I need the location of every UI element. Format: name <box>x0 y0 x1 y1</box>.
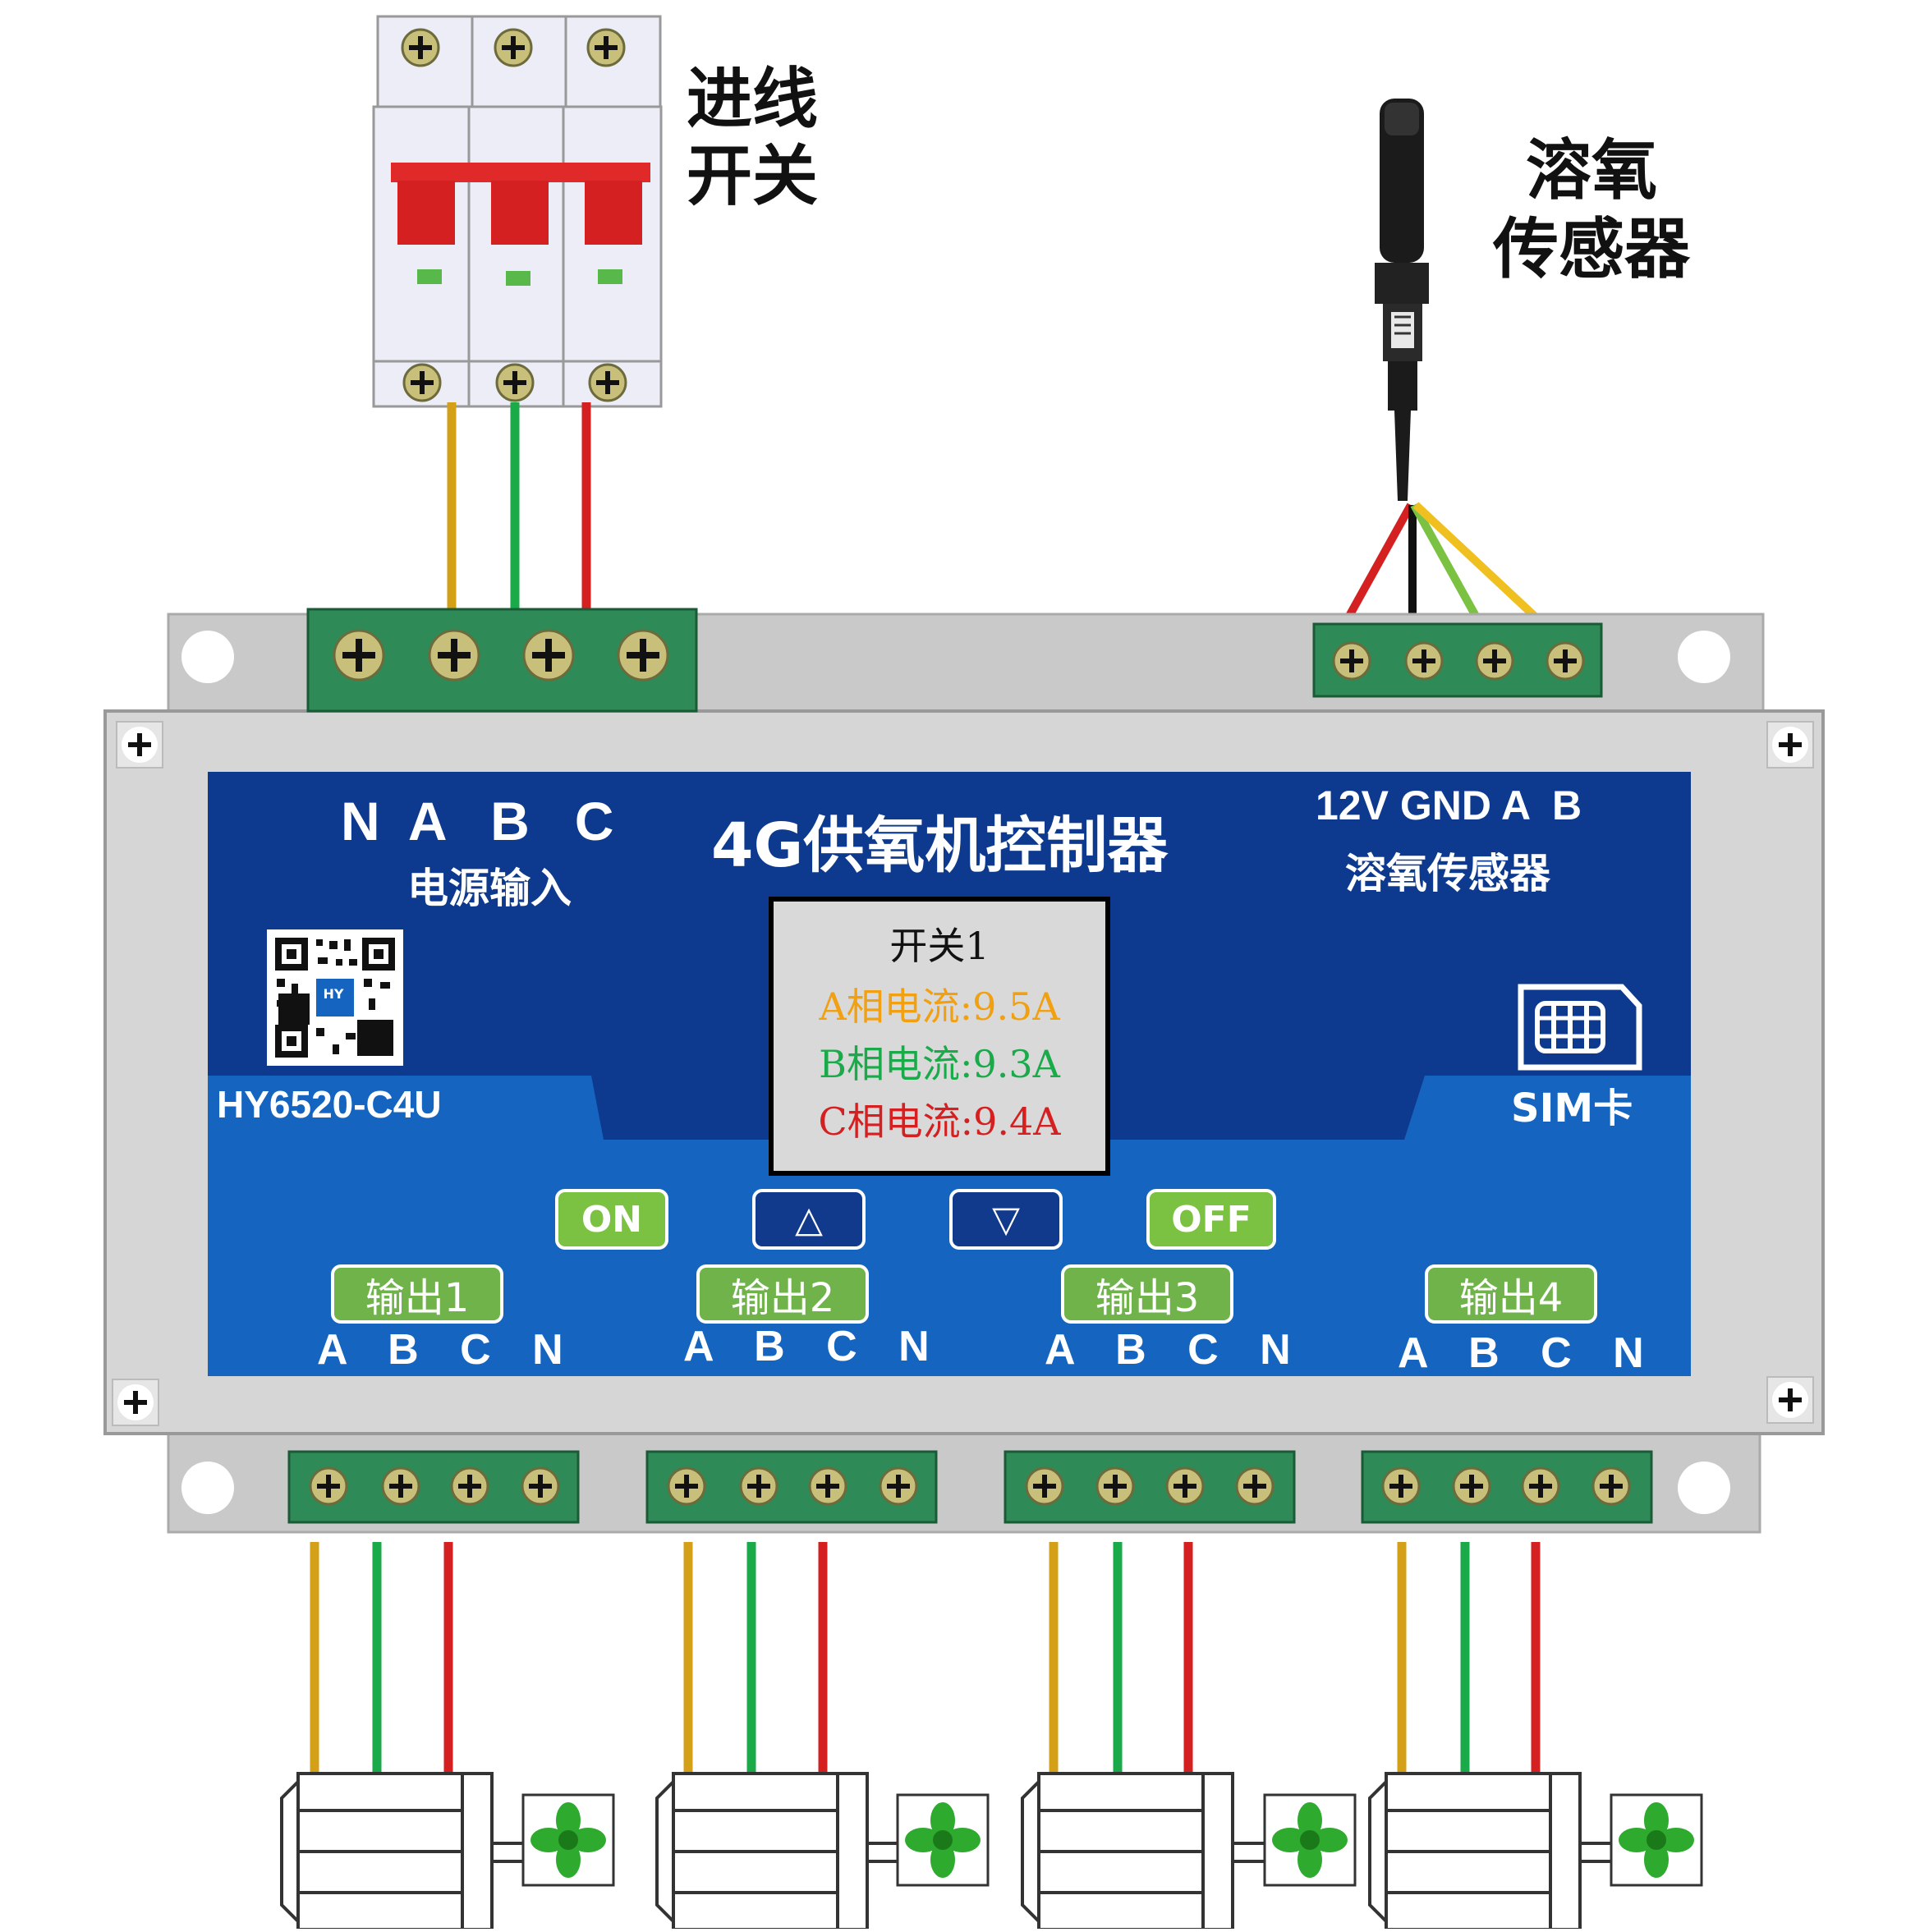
power-terminal-letters: N A B C <box>341 791 614 851</box>
sim-card-icon <box>1518 984 1642 1071</box>
on-button[interactable]: ON <box>555 1189 668 1250</box>
sensor-label-line2: 传感器 <box>1493 211 1690 287</box>
sensor-label-line1: 溶氧 <box>1526 132 1657 209</box>
qr-logo: HY <box>324 986 344 1002</box>
motor-icon <box>1368 1772 1614 1932</box>
output-3-label: 输出3 <box>1061 1264 1233 1324</box>
fan-icon <box>521 1793 615 1887</box>
sensor-terminal-labels: 12V GND A B <box>1316 782 1582 828</box>
up-button[interactable]: △ <box>752 1189 866 1250</box>
sim-card-label: SIM卡 <box>1511 1085 1633 1131</box>
sensor-wire-12v <box>1336 503 1415 635</box>
qr-code-icon <box>267 929 403 1066</box>
sensor-terminal-block <box>1312 622 1603 698</box>
display-line-switch: 开关1 <box>889 924 990 968</box>
controller-title: 4G供氧机控制器 <box>711 810 1169 881</box>
fan-icon <box>896 1793 990 1887</box>
breaker-label-line1: 进线 <box>687 61 818 137</box>
breaker-icon <box>372 15 663 408</box>
fan-icon <box>1263 1793 1357 1887</box>
power-input-label: 电源输入 <box>407 865 572 912</box>
motor-icon <box>280 1772 526 1932</box>
display-line-phase-b: B相电流:9.3A <box>819 1042 1060 1086</box>
output-2-terminals: A B C N <box>683 1323 944 1370</box>
output-1-terminals: A B C N <box>317 1326 578 1374</box>
fan-icon <box>1610 1793 1703 1887</box>
model-number: HY6520-C4U <box>217 1083 442 1126</box>
sensor-wire-a <box>1410 503 1489 635</box>
display-line-phase-a: A相电流:9.5A <box>819 984 1060 1029</box>
breaker-label: 进线 开关 <box>687 61 818 215</box>
motor-icon <box>1021 1772 1267 1932</box>
sensor-label: 溶氧 传感器 <box>1493 131 1690 289</box>
sensor-input-label: 溶氧传感器 <box>1345 850 1550 897</box>
output-4-label: 输出4 <box>1425 1264 1597 1324</box>
down-button[interactable]: ▽ <box>949 1189 1063 1250</box>
motor-icon <box>655 1772 902 1932</box>
output-3-terminals: A B C N <box>1045 1326 1306 1374</box>
output-4-terminals: A B C N <box>1398 1329 1659 1377</box>
output-2-label: 输出2 <box>696 1264 869 1324</box>
display-line-phase-c: C相电流:9.4A <box>818 1099 1061 1144</box>
breaker-label-line2: 开关 <box>687 138 818 214</box>
power-terminal-block <box>306 608 698 713</box>
off-button[interactable]: OFF <box>1146 1189 1276 1250</box>
probe-sensor-icon <box>1375 99 1429 501</box>
output-wires <box>310 1542 1541 1775</box>
lcd-display: 开关1 A相电流:9.5A B相电流:9.3A C相电流:9.4A <box>769 897 1110 1176</box>
output-1-label: 输出1 <box>331 1264 503 1324</box>
output-terminal-blocks <box>287 1450 1653 1524</box>
